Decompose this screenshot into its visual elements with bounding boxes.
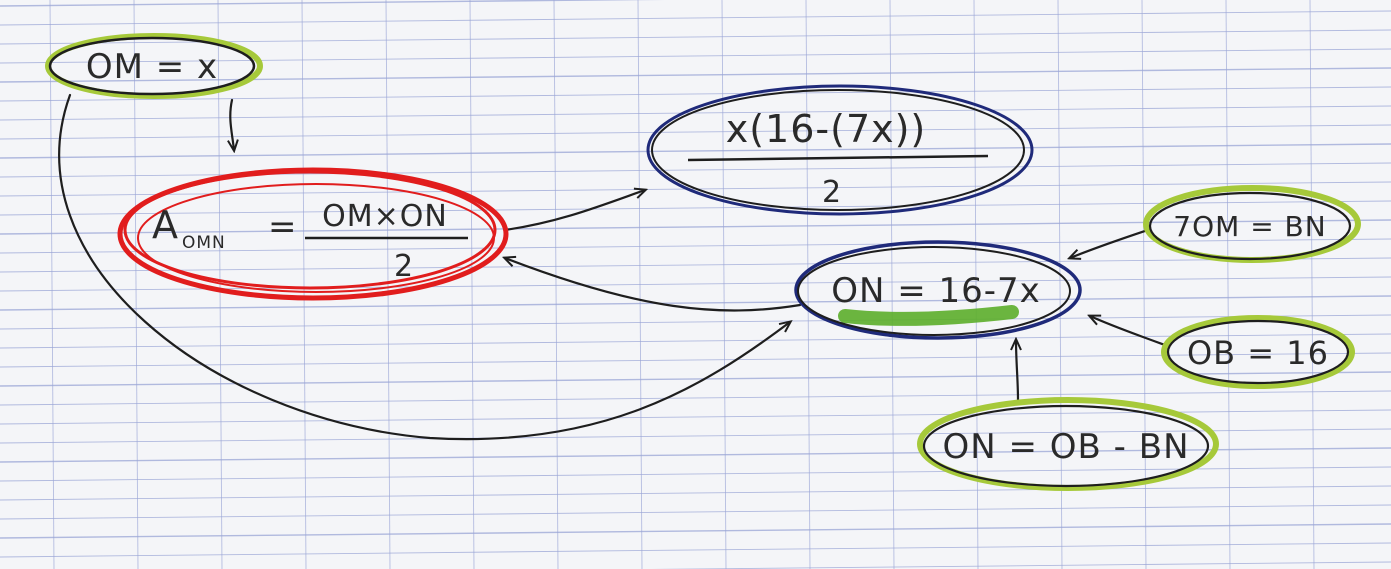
arrow-bn-to-on-expr xyxy=(1070,228,1150,258)
area-label: A xyxy=(152,203,179,247)
node-ob-text: OB = 16 xyxy=(1187,334,1329,372)
node-on-def-text: ON = OB - BN xyxy=(942,427,1189,467)
node-om: OM = x xyxy=(45,33,263,99)
result-numerator: x(16-(7x)) xyxy=(726,107,927,151)
area-equals: = xyxy=(268,207,298,247)
node-ob: OB = 16 xyxy=(1161,315,1355,389)
node-om-text: OM = x xyxy=(86,47,218,87)
arrow-om-to-area xyxy=(230,98,234,150)
arrow-om-to-on-expr xyxy=(58,93,790,441)
result-denominator: 2 xyxy=(822,175,842,210)
arrow-ob-to-on-expr xyxy=(1090,316,1167,347)
area-numerator: OM×ON xyxy=(322,199,448,234)
arrow-on-expr-to-area xyxy=(505,258,802,312)
node-area: A OMN = OM×ON 2 xyxy=(117,167,509,301)
area-denominator: 2 xyxy=(394,249,414,284)
arrow-on-def-to-on-expr xyxy=(1016,340,1018,402)
connectors xyxy=(58,93,1167,441)
node-on-def: ON = OB - BN xyxy=(917,397,1219,491)
green-highlight-stroke xyxy=(838,305,1019,326)
node-bn: 7OM = BN xyxy=(1143,185,1361,263)
arrow-area-to-result xyxy=(503,190,645,232)
area-subscript: OMN xyxy=(182,233,226,253)
result-fraction-bar xyxy=(687,154,989,162)
node-on-expr: ON = 16-7x xyxy=(794,240,1082,340)
node-bn-text: 7OM = BN xyxy=(1173,210,1326,243)
node-result: x(16-(7x)) 2 xyxy=(646,84,1034,216)
node-on-expr-text: ON = 16-7x xyxy=(831,271,1041,311)
